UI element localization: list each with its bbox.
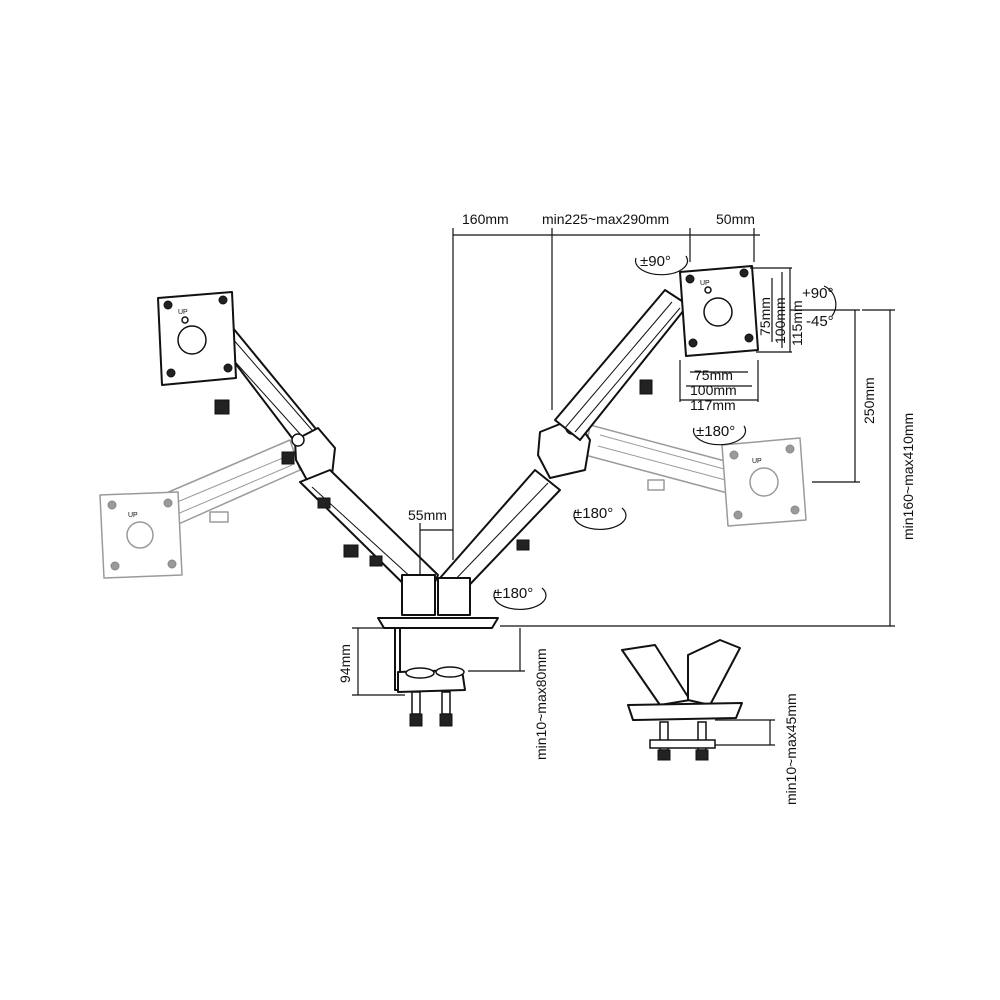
tilt-arrow [823, 285, 837, 317]
pole-and-base [377, 574, 499, 727]
vesa-h100-label: 100mm [690, 382, 737, 398]
vesa-h75-label: 75mm [694, 367, 733, 383]
total-height-label: min160~max410mm [900, 413, 916, 540]
base-swivel-arrow [493, 587, 547, 610]
ghost-up-mark: UP [128, 512, 138, 519]
right-up-mark: UP [700, 280, 710, 287]
arm-offset-label: 160mm [462, 211, 509, 227]
elbow-swivel-arrow [573, 507, 627, 530]
tilt-up-label: +90° [802, 285, 833, 302]
right-arm: UP [439, 265, 759, 601]
ghost-left-vesa-plate: UP [99, 491, 183, 579]
vesa-h117-label: 117mm [690, 397, 736, 413]
vesa-v75-label: 75mm [757, 297, 773, 336]
swivel-90-arrow [634, 255, 689, 276]
left-vesa-plate: UP [157, 291, 237, 386]
clamp-thickness-label: min10~max80mm [533, 648, 549, 760]
grommet-thickness-label: min10~max45mm [783, 693, 799, 805]
ghost-right-arm: UP [584, 424, 807, 527]
vesa-v100-label: 100mm [772, 297, 788, 344]
labels: 160mm min225~max290mm 50mm 55mm 250mm mi… [337, 211, 916, 805]
elbow-swivel-label: ±180° [574, 505, 613, 522]
height-travel-label: 250mm [861, 377, 877, 424]
arm-length-label: min225~max290mm [542, 211, 669, 227]
rotation-arrows [493, 255, 837, 610]
swivel-90-label: ±90° [640, 253, 671, 270]
head-depth-label: 50mm [716, 211, 755, 227]
vesa-v115-label: 115mm [789, 300, 805, 346]
ghost-right-up-mark: UP [752, 458, 762, 465]
left-up-mark: UP [178, 309, 188, 316]
base-swivel-label: ±180° [494, 585, 533, 602]
right-vesa-plate: UP [679, 265, 759, 357]
tilt-down-label: -45° [806, 313, 834, 330]
left-arm: UP [157, 291, 439, 606]
head-swivel-arrow [692, 425, 747, 446]
head-swivel-label: ±180° [696, 423, 735, 440]
ghost-right-vesa-plate: UP [721, 437, 807, 527]
base-post-label: 55mm [408, 507, 447, 523]
grommet-detail [621, 639, 743, 761]
ghost-left-arm: UP [99, 439, 301, 579]
clamp-height-label: 94mm [337, 644, 353, 683]
dimension-lines [352, 228, 895, 746]
